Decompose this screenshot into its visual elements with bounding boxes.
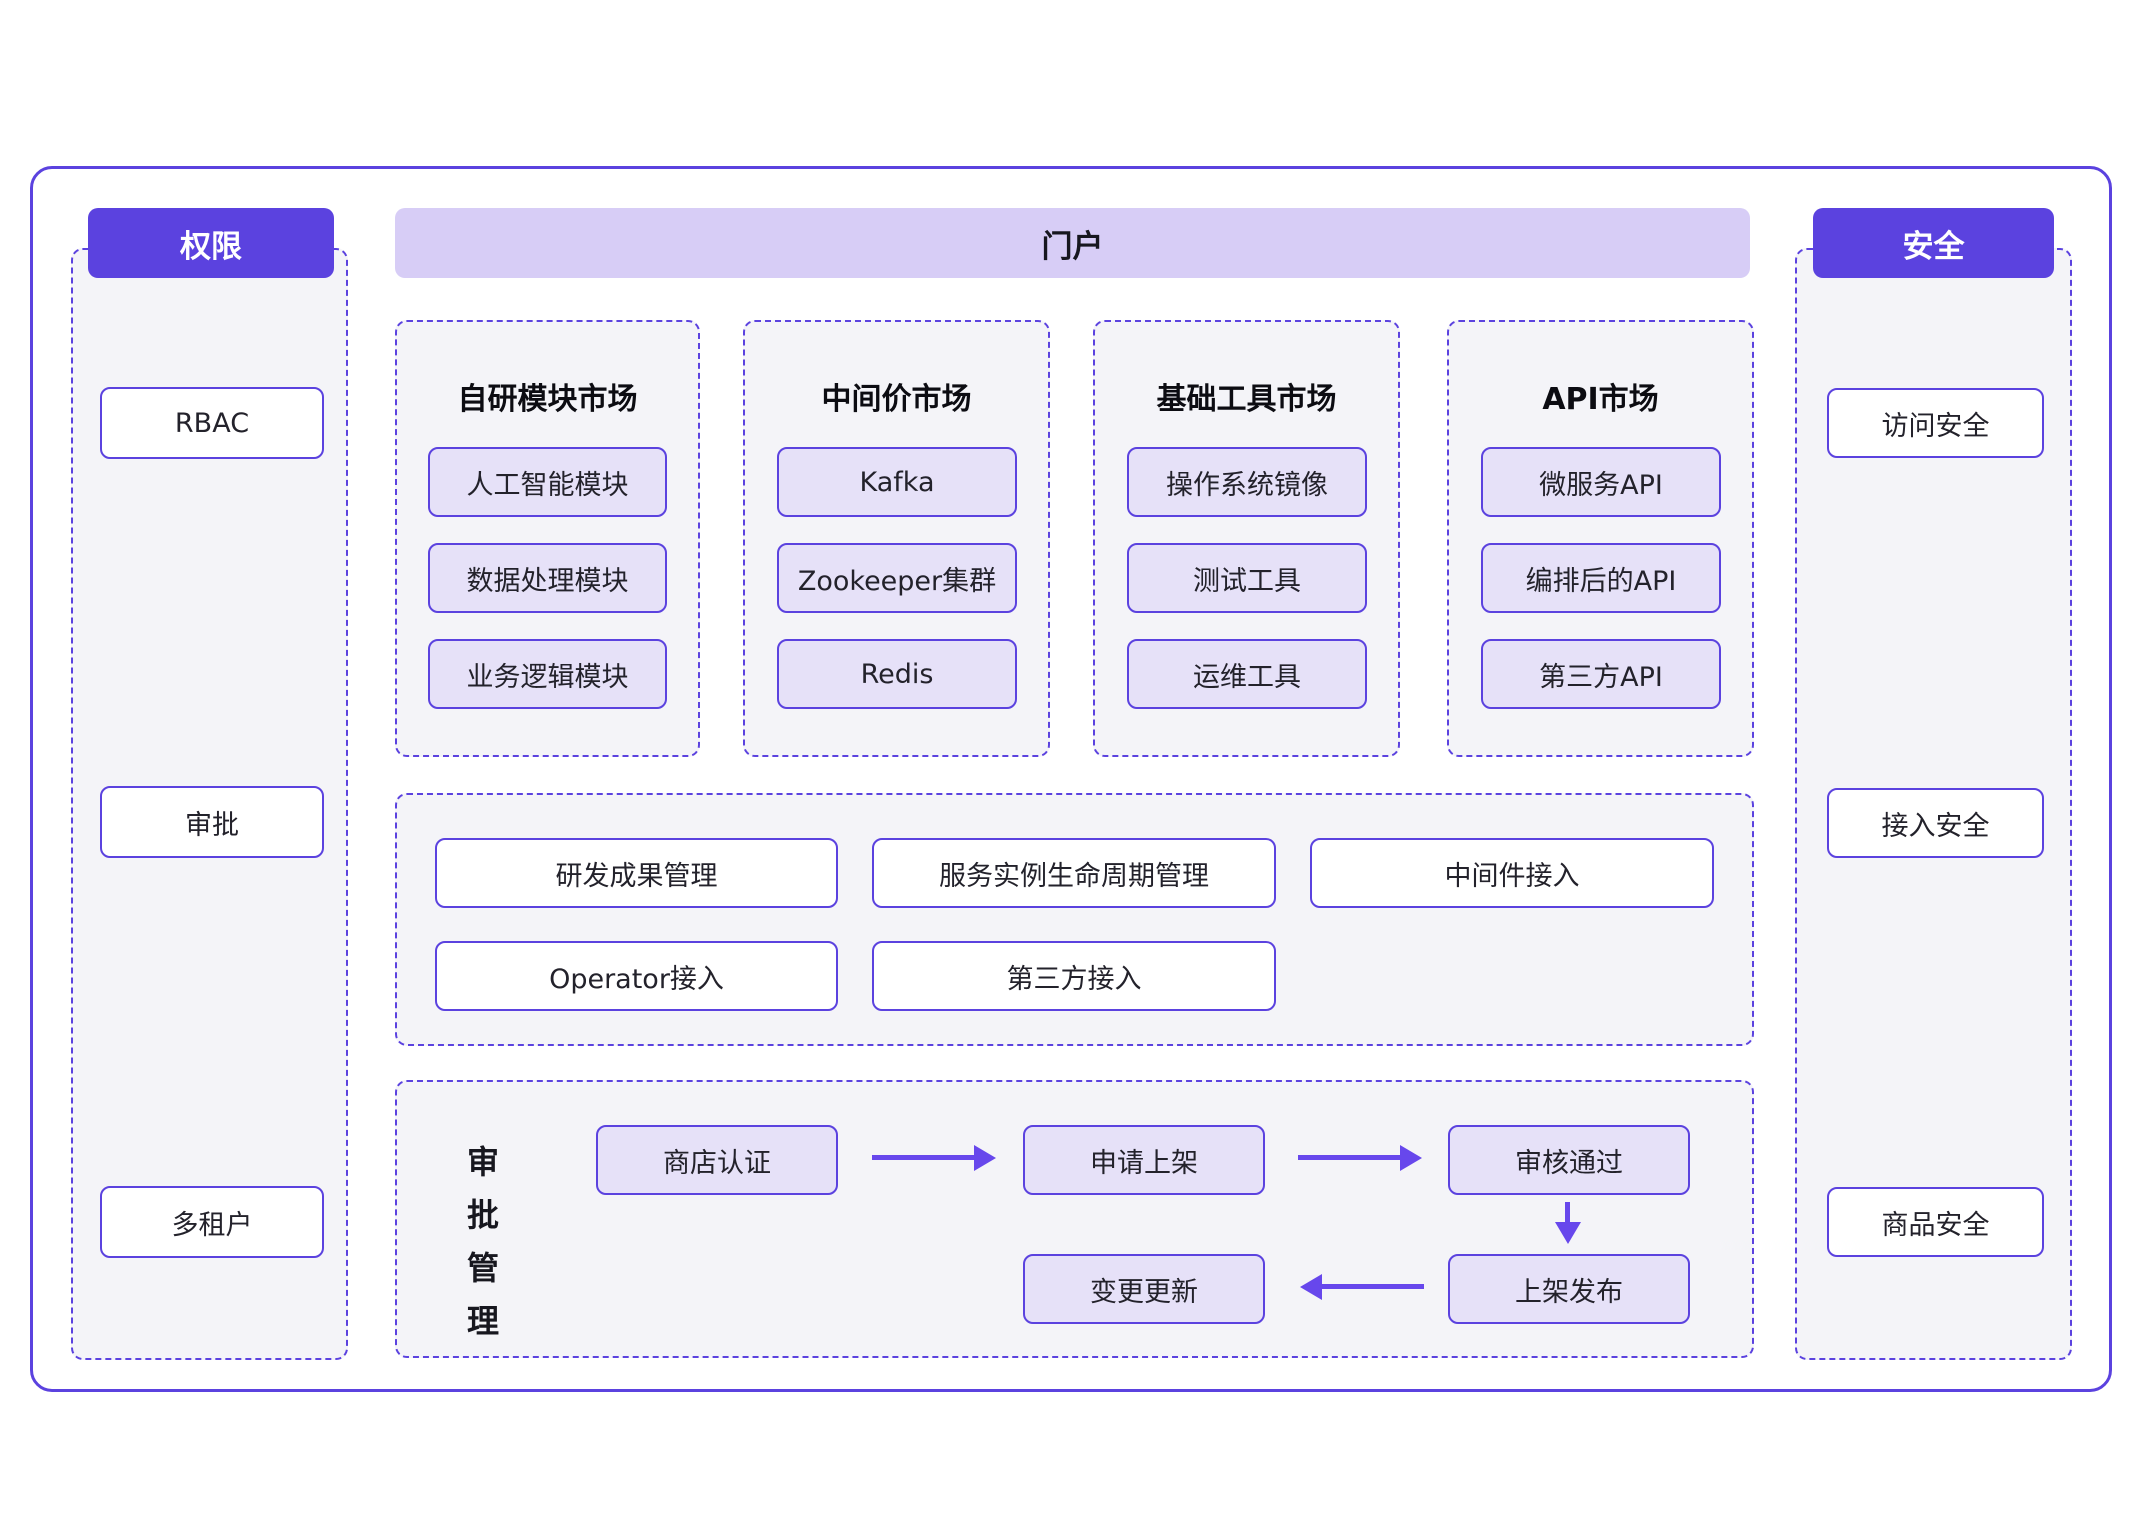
market-item: Redis <box>777 639 1017 709</box>
multi-tenant-box: 多租户 <box>100 1186 324 1258</box>
third-party-integration-box: 第三方接入 <box>872 941 1276 1011</box>
arrow-apply-to-review <box>1298 1155 1402 1160</box>
market-item: 第三方API <box>1481 639 1721 709</box>
permissions-header: 权限 <box>88 208 334 278</box>
market-item: 人工智能模块 <box>428 447 667 517</box>
apply-listing-box: 申请上架 <box>1023 1125 1265 1195</box>
integration-security-box: 接入安全 <box>1827 788 2044 858</box>
rd-results-management-box: 研发成果管理 <box>435 838 838 908</box>
publish-listing-box: 上架发布 <box>1448 1254 1690 1324</box>
approval-box: 审批 <box>100 786 324 858</box>
market-item: 业务逻辑模块 <box>428 639 667 709</box>
security-header: 安全 <box>1813 208 2054 278</box>
middleware-integration-box: 中间件接入 <box>1310 838 1714 908</box>
approval-management-label: 审 批 管 理 <box>461 1136 505 1348</box>
arrow-publish-to-change <box>1320 1284 1424 1289</box>
market-item: 测试工具 <box>1127 543 1367 613</box>
product-security-box: 商品安全 <box>1827 1187 2044 1257</box>
operator-integration-box: Operator接入 <box>435 941 838 1011</box>
market-item: Kafka <box>777 447 1017 517</box>
change-update-box: 变更更新 <box>1023 1254 1265 1324</box>
arrow-store-to-apply <box>872 1155 976 1160</box>
market-title: 自研模块市场 <box>457 382 638 417</box>
approval-label-char: 审 <box>466 1143 499 1181</box>
approval-label-char: 管 <box>466 1249 499 1287</box>
market-item: 运维工具 <box>1127 639 1367 709</box>
portal-header: 门户 <box>395 208 1750 278</box>
approval-label-char: 批 <box>466 1196 499 1234</box>
rbac-box: RBAC <box>100 387 324 459</box>
review-passed-box: 审核通过 <box>1448 1125 1690 1195</box>
service-lifecycle-management-box: 服务实例生命周期管理 <box>872 838 1276 908</box>
access-security-box: 访问安全 <box>1827 388 2044 458</box>
market-item: 操作系统镜像 <box>1127 447 1367 517</box>
market-title: 基础工具市场 <box>1156 382 1337 417</box>
market-title: API市场 <box>1542 382 1659 417</box>
approval-label-char: 理 <box>466 1302 499 1340</box>
arrow-review-to-publish <box>1565 1202 1570 1224</box>
market-item: 数据处理模块 <box>428 543 667 613</box>
market-item: Zookeeper集群 <box>777 543 1017 613</box>
market-title: 中间价市场 <box>821 382 972 417</box>
market-item: 编排后的API <box>1481 543 1721 613</box>
store-certification-box: 商店认证 <box>596 1125 838 1195</box>
market-item: 微服务API <box>1481 447 1721 517</box>
